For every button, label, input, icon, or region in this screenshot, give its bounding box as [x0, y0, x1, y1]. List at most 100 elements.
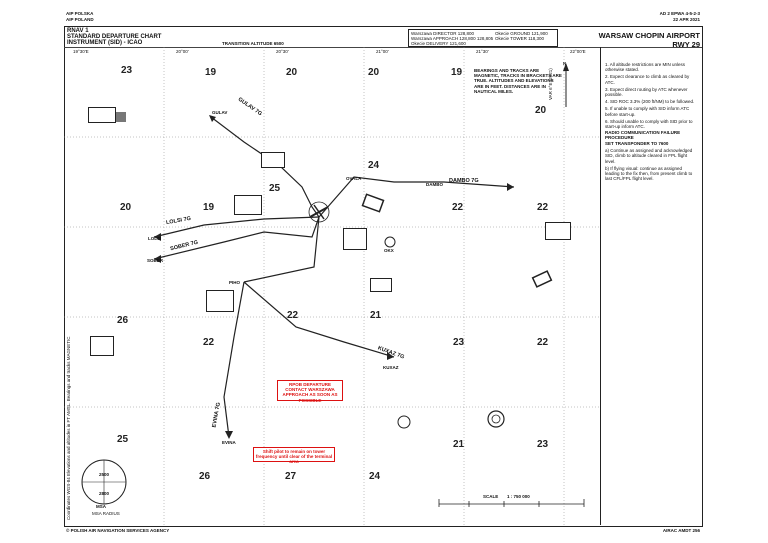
navaid-radom [487, 410, 505, 428]
route-south [243, 216, 320, 283]
rcf-subtitle: SET TRANSPONDER TO 7600 [605, 141, 669, 146]
wpt-ovala: OVALA [346, 176, 362, 181]
grid-num-r1c3: 20 [286, 67, 298, 78]
note-1: 1. All altitude restrictions are MIN unl… [605, 62, 686, 73]
grid-num-r1c5: 19 [451, 67, 463, 78]
route-dambo [318, 176, 515, 218]
freq-value-director: 128,800 [457, 31, 475, 36]
infobox-8 [90, 336, 114, 356]
wpt-kuxaz: KUXAZ [383, 365, 399, 370]
note-2: 2. Expect clearance to climb as cleared … [605, 74, 690, 85]
transition-altitude: TRANSITION ALTITUDE 6500 [222, 41, 284, 46]
freq-value-approach: 128,800 128,805 [459, 36, 494, 41]
grid-num-r5c3: 22 [537, 337, 549, 348]
coord-top-3: 20°30' [276, 49, 289, 54]
scale-bar [438, 499, 585, 507]
navaid-sq1 [361, 193, 385, 213]
side-label: Coordinates WGS-84 Elevations and altitu… [66, 336, 71, 521]
grid-num-r2c1: 24 [368, 160, 380, 171]
freq-label-approach: Warszawa APPROACH [411, 36, 459, 41]
arrow-lolsi [154, 233, 161, 241]
arrow-kuxaz [387, 352, 394, 360]
grid-num-r6c1: 25 [117, 434, 129, 445]
navaid-sq2 [531, 270, 553, 288]
infobox-1 [88, 107, 116, 123]
route-arrows [154, 115, 514, 439]
grid-num-r4c2: 22 [287, 310, 299, 321]
frequency-box: Warszawa DIRECTOR 128,800 Warszawa APPRO… [408, 29, 558, 47]
header-aip-pl: AIP POLSKA [66, 11, 94, 16]
chart-frame [64, 26, 703, 527]
scale-label: SCALE [483, 494, 499, 499]
wpt-piho: PIHO [229, 280, 241, 285]
header-aip-en: AIP POLAND [66, 17, 94, 22]
grid-num-r1c1: 23 [121, 65, 133, 76]
grid-num-r1c6: 20 [535, 105, 547, 116]
wpt-evina: EVINA [222, 440, 236, 445]
grid-num-r4c1: 26 [117, 315, 129, 326]
panel-separator [600, 47, 601, 525]
freq-label-director: Warszawa DIRECTOR [411, 31, 457, 36]
grid-num-r6c2: 26 [199, 471, 211, 482]
grid-num-r4c3: 21 [370, 310, 382, 321]
restricted-area [116, 112, 126, 122]
coord-top-2: 20°00' [176, 49, 189, 54]
lat-lon-grid [64, 47, 600, 525]
rcf-body: SET TRANSPONDER TO 7600 a) Continue as a… [605, 141, 697, 183]
grid-num-r3c3: 22 [452, 202, 464, 213]
msa-radius-label: MSA RADIUS [92, 511, 120, 516]
grid-num-r6c3: 27 [285, 471, 297, 482]
rcf-item-b: b) If flying visual: continue as assigne… [605, 165, 693, 182]
infobox-3 [234, 195, 262, 215]
bearing-note: BEARINGS AND TRACKS ARE MAGNETIC, TRACKS… [474, 68, 562, 94]
coord-top-1: 19°30'E [73, 49, 89, 54]
freq-value-tower: 118,300 [528, 36, 545, 41]
infobox-7 [206, 290, 234, 312]
msa-label: MSA [96, 504, 106, 509]
route-gulav [210, 116, 320, 218]
variation-label: VAR 6°E (2021) [548, 68, 553, 100]
note-5: 5. If unable to comply with SID inform A… [605, 106, 690, 117]
freq-label-delivery: Okecie DELIVERY [411, 41, 449, 46]
msa-value-1: 2500 [99, 472, 110, 477]
title-icao: INSTRUMENT (SID) - ICAO [67, 40, 143, 46]
freq-label-tower: Okecie TOWER [495, 36, 527, 41]
title-separator [64, 47, 702, 48]
msa-circle [81, 459, 127, 505]
route-label-dambo: DAMBO 7G [449, 178, 479, 184]
route-evina [223, 281, 245, 438]
infobox-2 [261, 152, 285, 168]
wpt-gulav: GULAV [212, 110, 228, 115]
note-4: 4. SID ROC 3.3% (200 ft/NM) to be follow… [605, 99, 695, 105]
grid-num-r5c1: 22 [203, 337, 215, 348]
arrow-evina [225, 431, 233, 439]
arrow-sober [154, 255, 161, 263]
warning-box-departure: RPOB DEPARTURE CONTACT WARSZAWA APPROACH… [277, 380, 343, 403]
north-arrow [563, 63, 569, 107]
runway-label: RWY 29 [672, 40, 700, 49]
wpt-sober: SOBER [147, 258, 164, 263]
arrow-gulav [209, 115, 216, 122]
note-6: 6. Should unable to comply with SID prio… [605, 118, 693, 130]
grid-num-r3c2: 19 [203, 202, 215, 213]
title-sid: STANDARD DEPARTURE CHART [67, 34, 162, 40]
scale-ratio: 1 : 750 000 [507, 494, 530, 499]
note-3: 3. Expect direct routing by ATC whenever… [605, 86, 688, 98]
route-lolsi [153, 216, 320, 238]
notes-panel: 1. All altitude restrictions are MIN unl… [605, 62, 697, 131]
route-sober [153, 216, 320, 260]
freq-label-ground: Okecie GROUND [495, 31, 531, 36]
header-page-ref: AD 2 EPWA 4-5-2-3 [659, 11, 700, 16]
map-canvas [64, 47, 600, 525]
rcf-item-a: a) Continue as assigned and acknowledged… [605, 148, 693, 164]
grid-num-r2c2: 25 [269, 183, 281, 194]
infobox-5 [370, 278, 392, 292]
footer-agency: © POLISH AIR NAVIGATION SERVICES AGENCY [66, 528, 170, 533]
header-date: 22 APR 2021 [673, 17, 700, 22]
title-rnav: RNAV 1 [67, 28, 89, 34]
rcf-title: RADIO COMMUNICATION FAILURE PROCEDURE [605, 130, 681, 141]
grid-num-r5c2: 23 [453, 337, 465, 348]
navaid-symbols [361, 193, 553, 429]
freq-value-ground: 121,900 [531, 31, 548, 36]
coord-top-5: 21°30' [476, 49, 489, 54]
